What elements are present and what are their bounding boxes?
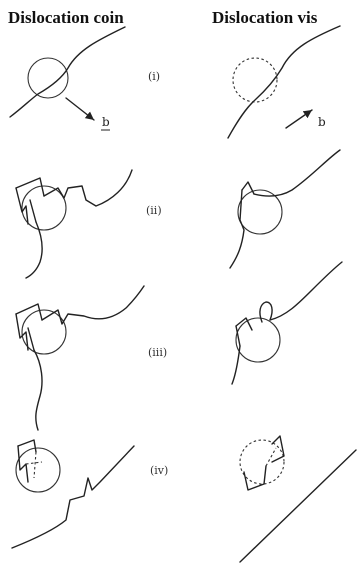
burgers-vector-label-left: b: [102, 115, 110, 129]
stage-label-i: (i): [148, 70, 160, 83]
stage-i-right: b: [227, 25, 341, 139]
heading-right: Dislocation vis: [212, 8, 318, 27]
stage-iii-right: [231, 261, 343, 385]
stage-label-iv: (iv): [150, 464, 168, 477]
heading-left: Dislocation coin: [8, 8, 124, 27]
stage-iv-right: [239, 435, 357, 563]
stage-ii-right: [229, 149, 341, 269]
burgers-vector-label-right: b: [318, 115, 326, 129]
stage-label-iii: (iii): [148, 346, 167, 359]
stage-label-ii: (ii): [146, 204, 162, 217]
stage-iii-left: [15, 285, 145, 431]
stage-iv-left: [11, 439, 135, 549]
stage-i-left: b: [9, 26, 126, 131]
stage-ii-left: [15, 169, 133, 279]
